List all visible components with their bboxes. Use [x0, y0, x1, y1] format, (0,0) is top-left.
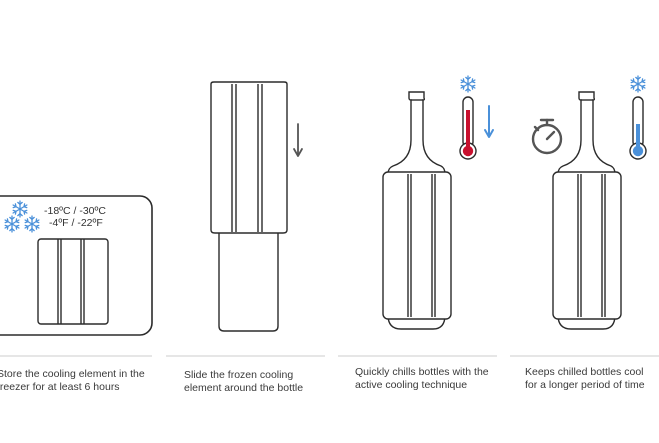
down-arrow-icon — [293, 123, 303, 157]
down-arrow-icon — [484, 105, 494, 138]
caption-line: Keeps chilled bottles cool — [525, 366, 644, 378]
snowflake-icon — [460, 75, 476, 93]
freezer-icon — [0, 195, 153, 336]
snowflake-icon — [24, 215, 40, 233]
step-slide — [210, 81, 303, 332]
thermometer-icon — [459, 96, 477, 160]
caption-line: element around the bottle — [184, 382, 304, 394]
temperature-celsius: -18ºC / -30ºC — [44, 205, 106, 217]
caption-line: for a longer period of time — [525, 379, 645, 391]
temperature-fahrenheit: -4ºF / -22ºF — [49, 217, 103, 229]
snowflake-icon — [630, 75, 646, 93]
caption-step-chill: Quickly chills bottles with the active c… — [355, 366, 489, 392]
step-freeze: -18ºC / -30ºC -4ºF / -22ºF — [0, 195, 153, 336]
bottle-icon — [218, 233, 279, 332]
thermometer-icon — [629, 96, 647, 160]
caption-step-slide: Slide the frozen cooling element around … — [184, 369, 303, 395]
caption-line: freezer for at least 6 hours — [0, 381, 120, 393]
caption-step-keep-cool: Keeps chilled bottles cool for a longer … — [525, 366, 645, 392]
snowflake-icon — [12, 200, 28, 218]
cooling-sleeve-icon — [210, 81, 288, 234]
cooling-sleeve-icon — [552, 171, 622, 320]
step-chill — [382, 75, 494, 330]
caption-line: Store the cooling element in the — [0, 368, 145, 380]
caption-line: Slide the frozen cooling — [184, 369, 294, 381]
caption-line: active cooling technique — [355, 379, 468, 391]
snowflake-icon — [4, 215, 20, 233]
cooling-sleeve-icon — [382, 171, 452, 320]
caption-line: Quickly chills bottles with the — [355, 366, 489, 378]
cooling-sleeve-icon — [37, 238, 109, 325]
caption-step-freeze: Store the cooling element in the freezer… — [0, 368, 145, 394]
stopwatch-icon — [531, 118, 563, 155]
step-keep-cool — [531, 75, 647, 330]
